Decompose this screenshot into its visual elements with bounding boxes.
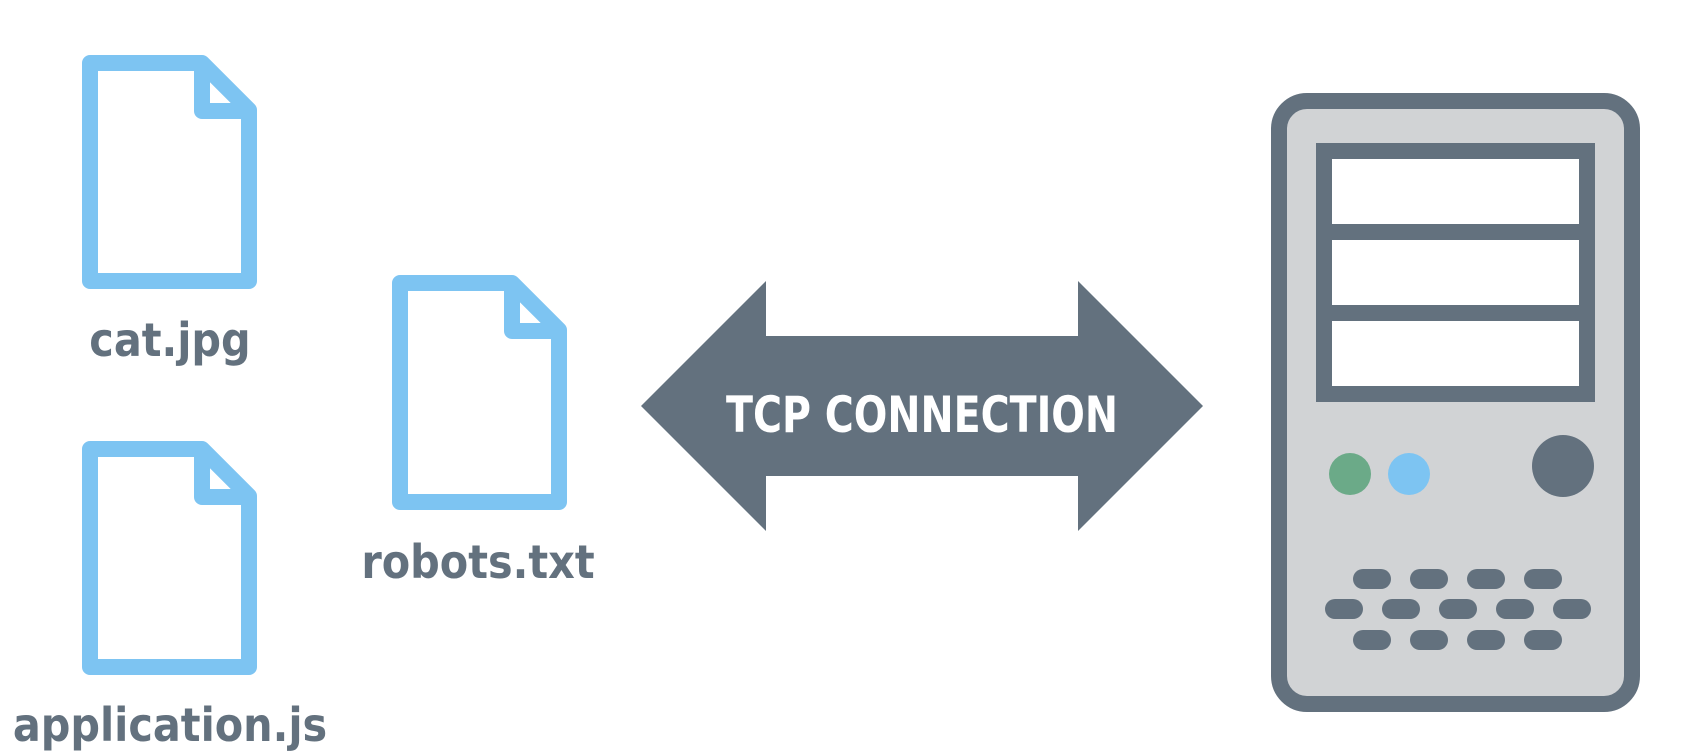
drive-bay-3 [1316, 305, 1595, 402]
document-icon [392, 275, 567, 510]
vent-slot [1524, 630, 1562, 650]
vent-slot [1553, 599, 1591, 619]
drive-bay-1 [1316, 143, 1595, 240]
server-vent-grille [1325, 569, 1591, 650]
blue-led-icon [1388, 453, 1430, 495]
vent-slot [1325, 599, 1363, 619]
file-robots-txt: robots.txt [361, 275, 595, 589]
file-label-application-js: application.js [13, 698, 327, 751]
document-icon [82, 55, 257, 289]
vent-slot [1410, 630, 1448, 650]
power-button-icon [1532, 435, 1594, 497]
double-arrow-icon [641, 281, 1203, 531]
file-application-js: application.js [13, 441, 327, 752]
connection-label: TCP CONNECTION [726, 386, 1118, 444]
file-cat-jpg: cat.jpg [82, 55, 257, 367]
vent-slot [1353, 569, 1391, 589]
server-drive-bays [1316, 143, 1595, 402]
vent-slot [1382, 599, 1420, 619]
vent-slot [1439, 599, 1477, 619]
green-led-icon [1329, 453, 1371, 495]
vent-slot [1467, 569, 1505, 589]
drive-bay-2 [1316, 224, 1595, 321]
file-label-cat-jpg: cat.jpg [89, 313, 250, 367]
document-icon [82, 441, 257, 675]
vent-slot [1496, 599, 1534, 619]
tcp-connection-arrow: TCP CONNECTION [641, 281, 1203, 531]
vent-slot [1524, 569, 1562, 589]
file-label-robots-txt: robots.txt [361, 535, 594, 589]
vent-slot [1410, 569, 1448, 589]
vent-slot [1467, 630, 1505, 650]
server-icon [1271, 93, 1640, 712]
vent-slot [1353, 630, 1391, 650]
